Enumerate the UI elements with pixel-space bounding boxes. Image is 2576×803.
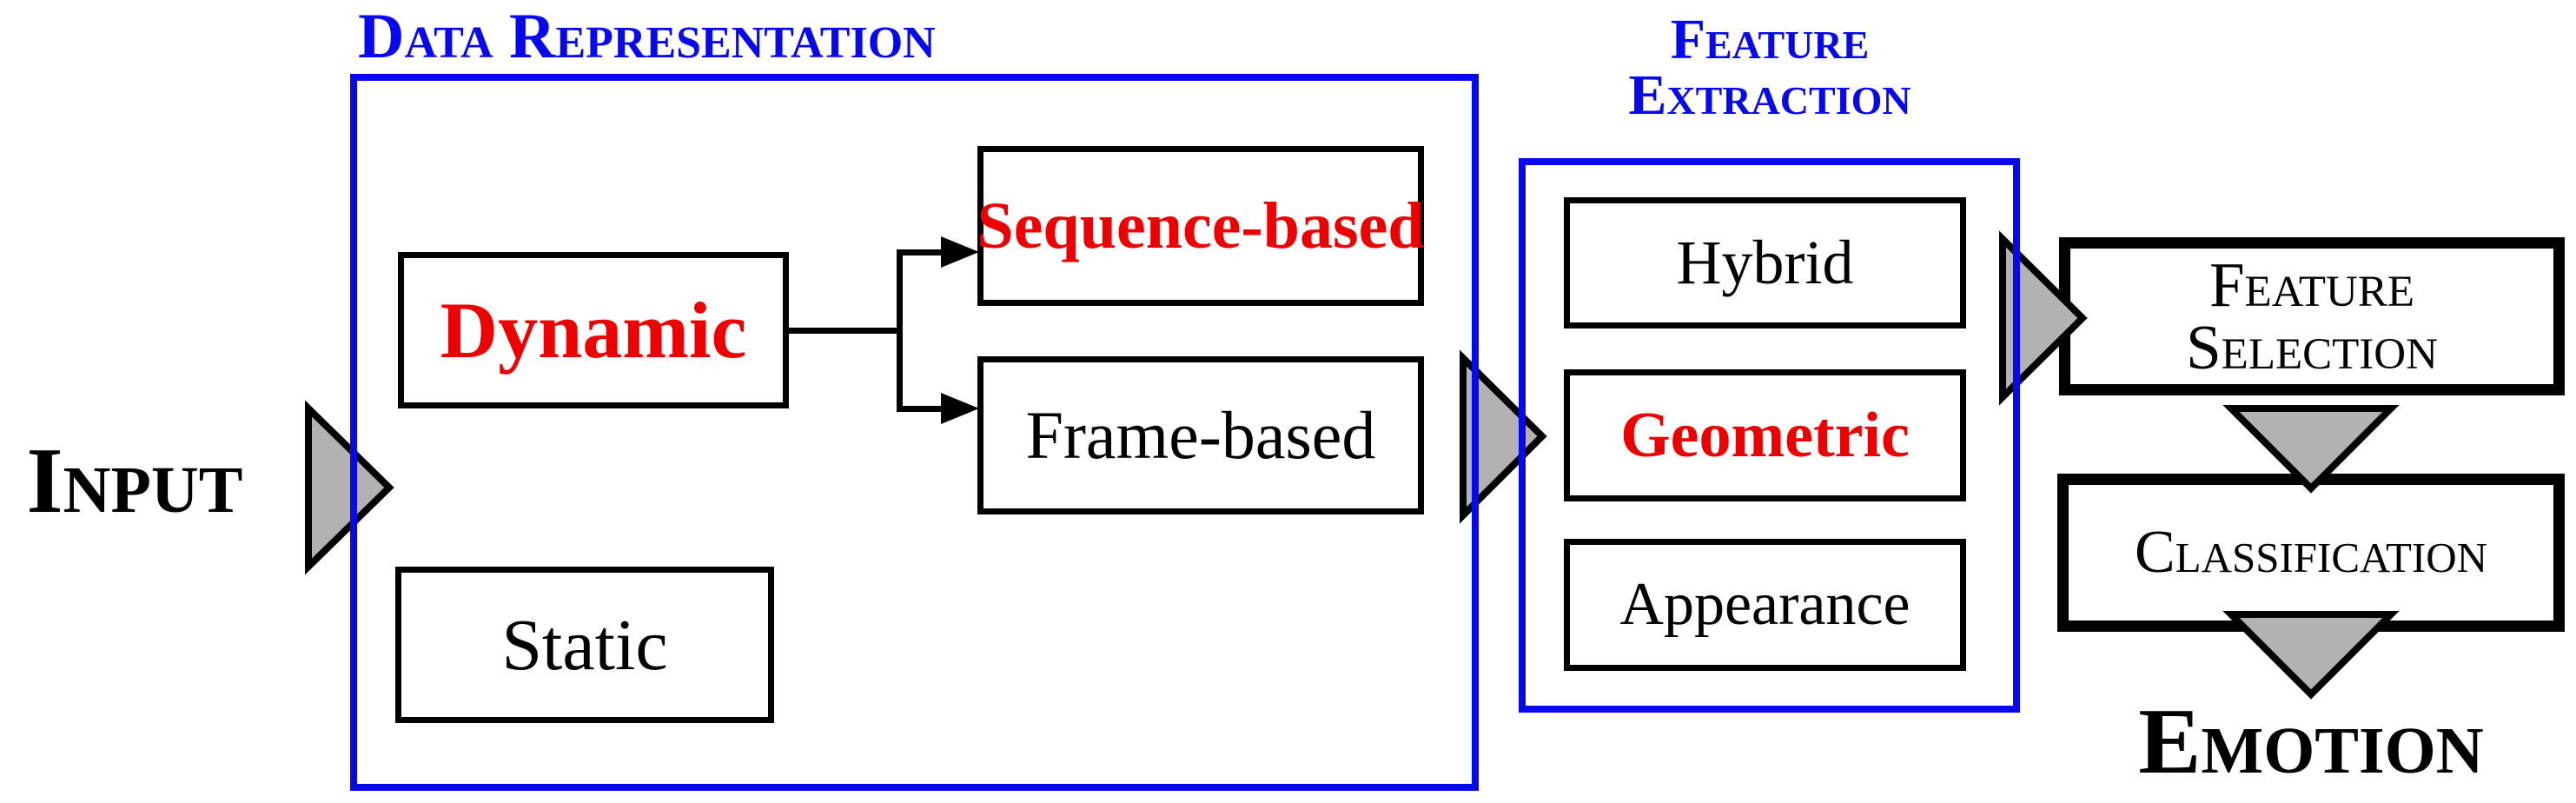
- frame-based-box: Frame-based: [977, 356, 1424, 514]
- static-box: Static: [395, 567, 774, 723]
- geometric-box: Geometric: [1564, 369, 1966, 501]
- geometric-box-label: Geometric: [1620, 399, 1910, 471]
- feature-selection-label-line2: Selection: [2186, 312, 2438, 382]
- feature-selection-label-line1: Feature: [2208, 249, 2415, 320]
- static-box-label: Static: [501, 604, 668, 686]
- connector-branch-bottom: [897, 406, 947, 412]
- connector-branch-vertical: [897, 249, 903, 412]
- connector-dynamic-out: [789, 328, 902, 334]
- connector-branch-top: [897, 249, 947, 256]
- hybrid-box-label: Hybrid: [1676, 228, 1854, 297]
- data-representation-frame: [350, 74, 1479, 791]
- sequence-based-box: Sequence-based: [977, 146, 1425, 306]
- emotion-label: Emotion: [2138, 690, 2484, 793]
- feature-extraction-title-line2: Extraction: [1628, 63, 1911, 127]
- frame-based-box-label: Frame-based: [1025, 397, 1376, 473]
- classification-box-label: Classification: [2134, 519, 2488, 586]
- dynamic-box-label: Dynamic: [440, 286, 747, 375]
- dynamic-box: Dynamic: [398, 252, 789, 408]
- feature-selection-box: Feature Selection: [2059, 237, 2565, 395]
- sequence-based-box-label: Sequence-based: [977, 189, 1425, 262]
- appearance-box: Appearance: [1564, 539, 1966, 671]
- feature-extraction-frame: [1519, 158, 2020, 713]
- feature-extraction-title: Feature Extraction: [1526, 11, 2014, 124]
- data-representation-title: Data Representation: [358, 1, 936, 72]
- feature-extraction-title-line1: Feature: [1670, 8, 1870, 71]
- appearance-box-label: Appearance: [1619, 571, 1910, 638]
- classification-box: Classification: [2057, 474, 2565, 632]
- hybrid-box: Hybrid: [1564, 197, 1966, 328]
- input-label: Input: [26, 429, 243, 533]
